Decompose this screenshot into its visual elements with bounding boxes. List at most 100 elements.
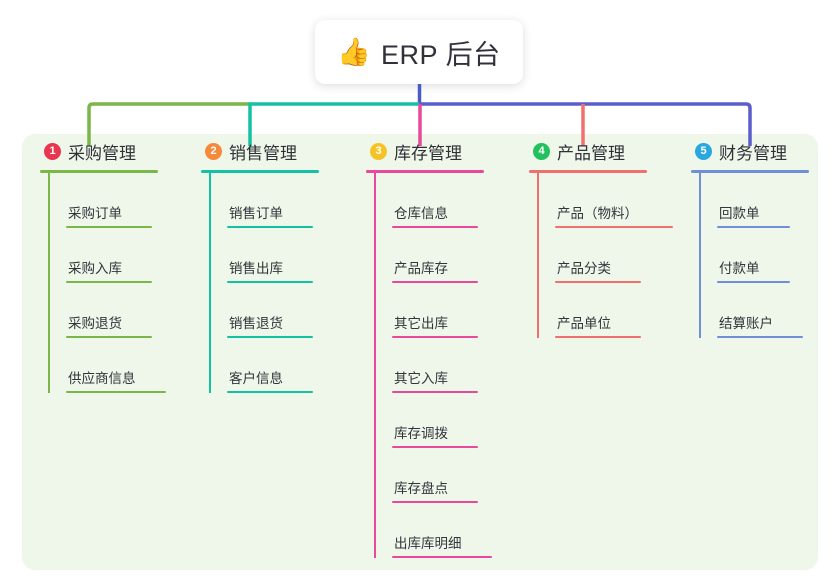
leaf-list-2: 销售订单 销售出库 销售退货 客户信息	[201, 173, 352, 393]
leaf-label: 产品库存	[394, 261, 448, 276]
leaf-item[interactable]: 销售退货	[209, 283, 352, 338]
leaf-spine-4	[537, 173, 539, 338]
leaf-label: 采购退货	[68, 316, 122, 331]
leaf-label: 结算账户	[719, 316, 773, 331]
thumbs-up-icon: 👍	[337, 36, 372, 68]
leaf-underline	[717, 336, 803, 338]
branch-header-4[interactable]: 4 产品管理	[529, 134, 677, 168]
leaf-item[interactable]: 产品库存	[374, 228, 517, 283]
leaf-item[interactable]: 采购退货	[48, 283, 187, 338]
branch-underline-1	[40, 170, 158, 173]
leaf-label: 采购入库	[68, 261, 122, 276]
leaf-item[interactable]: 销售订单	[209, 173, 352, 228]
branch-badge-1: 1	[44, 142, 61, 160]
leaf-list-1: 采购订单 采购入库 采购退货 供应商信息	[40, 173, 187, 393]
leaf-list-4: 产品（物料） 产品分类 产品单位	[529, 173, 677, 338]
leaf-item[interactable]: 采购入库	[48, 228, 187, 283]
leaf-underline	[66, 281, 152, 283]
branches-background-card	[22, 134, 818, 570]
branch-column-5: 5 财务管理 回款单 付款单 结算账户	[677, 134, 818, 570]
leaf-label: 仓库信息	[394, 206, 448, 221]
branch-badge-4: 4	[533, 142, 550, 160]
branch-underline-2	[201, 170, 319, 173]
leaf-underline	[555, 226, 673, 228]
leaf-item[interactable]: 其它入库	[374, 338, 517, 393]
branch-column-1: 1 采购管理 采购订单 采购入库 采购退货 供应商信	[22, 134, 187, 570]
leaf-underline	[555, 336, 641, 338]
leaf-label: 销售退货	[229, 316, 283, 331]
leaf-item[interactable]: 库存调拨	[374, 393, 517, 448]
branch-header-5[interactable]: 5 财务管理	[691, 134, 818, 168]
branch-header-1[interactable]: 1 采购管理	[40, 134, 187, 168]
leaf-item[interactable]: 客户信息	[209, 338, 352, 393]
leaf-item[interactable]: 结算账户	[699, 283, 818, 338]
leaf-label: 产品单位	[557, 316, 611, 331]
branch-title-4: 产品管理	[557, 143, 625, 163]
leaf-item[interactable]: 回款单	[699, 173, 818, 228]
leaf-item[interactable]: 其它出库	[374, 283, 517, 338]
leaf-underline	[392, 336, 478, 338]
leaf-item[interactable]: 产品（物料）	[537, 173, 677, 228]
branch-columns: 1 采购管理 采购订单 采购入库 采购退货 供应商信	[22, 134, 818, 570]
leaf-label: 销售出库	[229, 261, 283, 276]
leaf-underline	[392, 556, 492, 558]
leaf-underline	[66, 391, 166, 393]
leaf-spine-2	[209, 173, 211, 393]
leaf-spine-3	[374, 173, 376, 558]
leaf-underline	[392, 391, 478, 393]
leaf-underline	[66, 336, 152, 338]
branch-title-3: 库存管理	[394, 143, 462, 163]
leaf-label: 采购订单	[68, 206, 122, 221]
branch-header-2[interactable]: 2 销售管理	[201, 134, 352, 168]
branch-column-4: 4 产品管理 产品（物料） 产品分类 产品单位	[517, 134, 677, 570]
leaf-item[interactable]: 库存盘点	[374, 448, 517, 503]
branch-title-2: 销售管理	[229, 143, 297, 163]
leaf-underline	[392, 281, 478, 283]
root-node-title: ERP 后台	[381, 39, 501, 70]
leaf-item[interactable]: 付款单	[699, 228, 818, 283]
branch-column-2: 2 销售管理 销售订单 销售出库 销售退货 客户信息	[187, 134, 352, 570]
leaf-label: 其它出库	[394, 316, 448, 331]
leaf-label: 产品分类	[557, 261, 611, 276]
branch-underline-3	[366, 170, 484, 173]
leaf-list-3: 仓库信息 产品库存 其它出库 其它入库 库存调拨	[366, 173, 517, 558]
leaf-item[interactable]: 仓库信息	[374, 173, 517, 228]
leaf-underline	[227, 226, 313, 228]
branch-column-3: 3 库存管理 仓库信息 产品库存 其它出库 其它入库	[352, 134, 517, 570]
leaf-spine-1	[48, 173, 50, 393]
branch-title-5: 财务管理	[719, 143, 787, 163]
leaf-list-5: 回款单 付款单 结算账户	[691, 173, 818, 338]
leaf-underline	[555, 281, 641, 283]
leaf-label: 回款单	[719, 206, 760, 221]
branch-title-1: 采购管理	[68, 143, 136, 163]
branch-badge-5: 5	[695, 142, 712, 160]
branch-badge-2: 2	[205, 142, 222, 160]
leaf-label: 供应商信息	[68, 371, 136, 386]
leaf-label: 库存盘点	[394, 481, 448, 496]
leaf-label: 销售订单	[229, 206, 283, 221]
leaf-label: 库存调拨	[394, 426, 448, 441]
leaf-underline	[717, 281, 790, 283]
leaf-item[interactable]: 采购订单	[48, 173, 187, 228]
leaf-label: 客户信息	[229, 371, 283, 386]
root-node[interactable]: 👍 ERP 后台	[315, 20, 523, 84]
leaf-item[interactable]: 出库库明细	[374, 503, 517, 558]
leaf-item[interactable]: 产品单位	[537, 283, 677, 338]
leaf-underline	[227, 391, 313, 393]
leaf-underline	[717, 226, 790, 228]
leaf-spine-5	[699, 173, 701, 338]
leaf-underline	[227, 336, 313, 338]
leaf-label: 出库库明细	[394, 536, 462, 551]
leaf-label: 付款单	[719, 261, 760, 276]
leaf-underline	[392, 501, 478, 503]
leaf-underline	[392, 446, 478, 448]
leaf-item[interactable]: 供应商信息	[48, 338, 187, 393]
leaf-item[interactable]: 销售出库	[209, 228, 352, 283]
branch-badge-3: 3	[370, 142, 387, 160]
leaf-label: 产品（物料）	[557, 206, 638, 221]
leaf-underline	[66, 226, 152, 228]
branch-header-3[interactable]: 3 库存管理	[366, 134, 517, 168]
leaf-item[interactable]: 产品分类	[537, 228, 677, 283]
branch-underline-4	[529, 170, 647, 173]
